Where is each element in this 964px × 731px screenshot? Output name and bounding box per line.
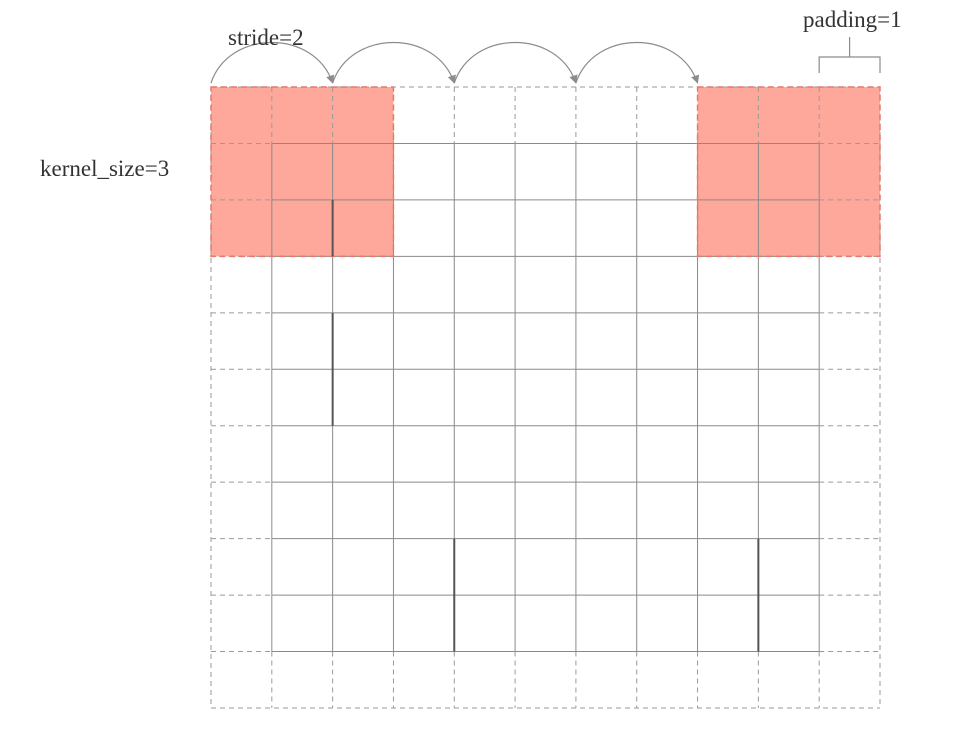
stride-arrow: [453, 42, 578, 84]
kernel-window-outline-1: [210, 86, 395, 258]
padding-label: padding=1: [803, 7, 902, 32]
kernel-window-1: [211, 87, 394, 257]
padding-bracket: [818, 37, 881, 73]
kernel-size-label: kernel_size=3: [40, 156, 170, 181]
kernel-window-outline-2: [696, 86, 881, 258]
stride-label: stride=2: [228, 25, 304, 50]
stride-arrow: [210, 42, 335, 84]
stride-arrow: [332, 42, 456, 84]
stride-arrow: [575, 42, 700, 84]
kernel-window-2: [697, 87, 880, 257]
